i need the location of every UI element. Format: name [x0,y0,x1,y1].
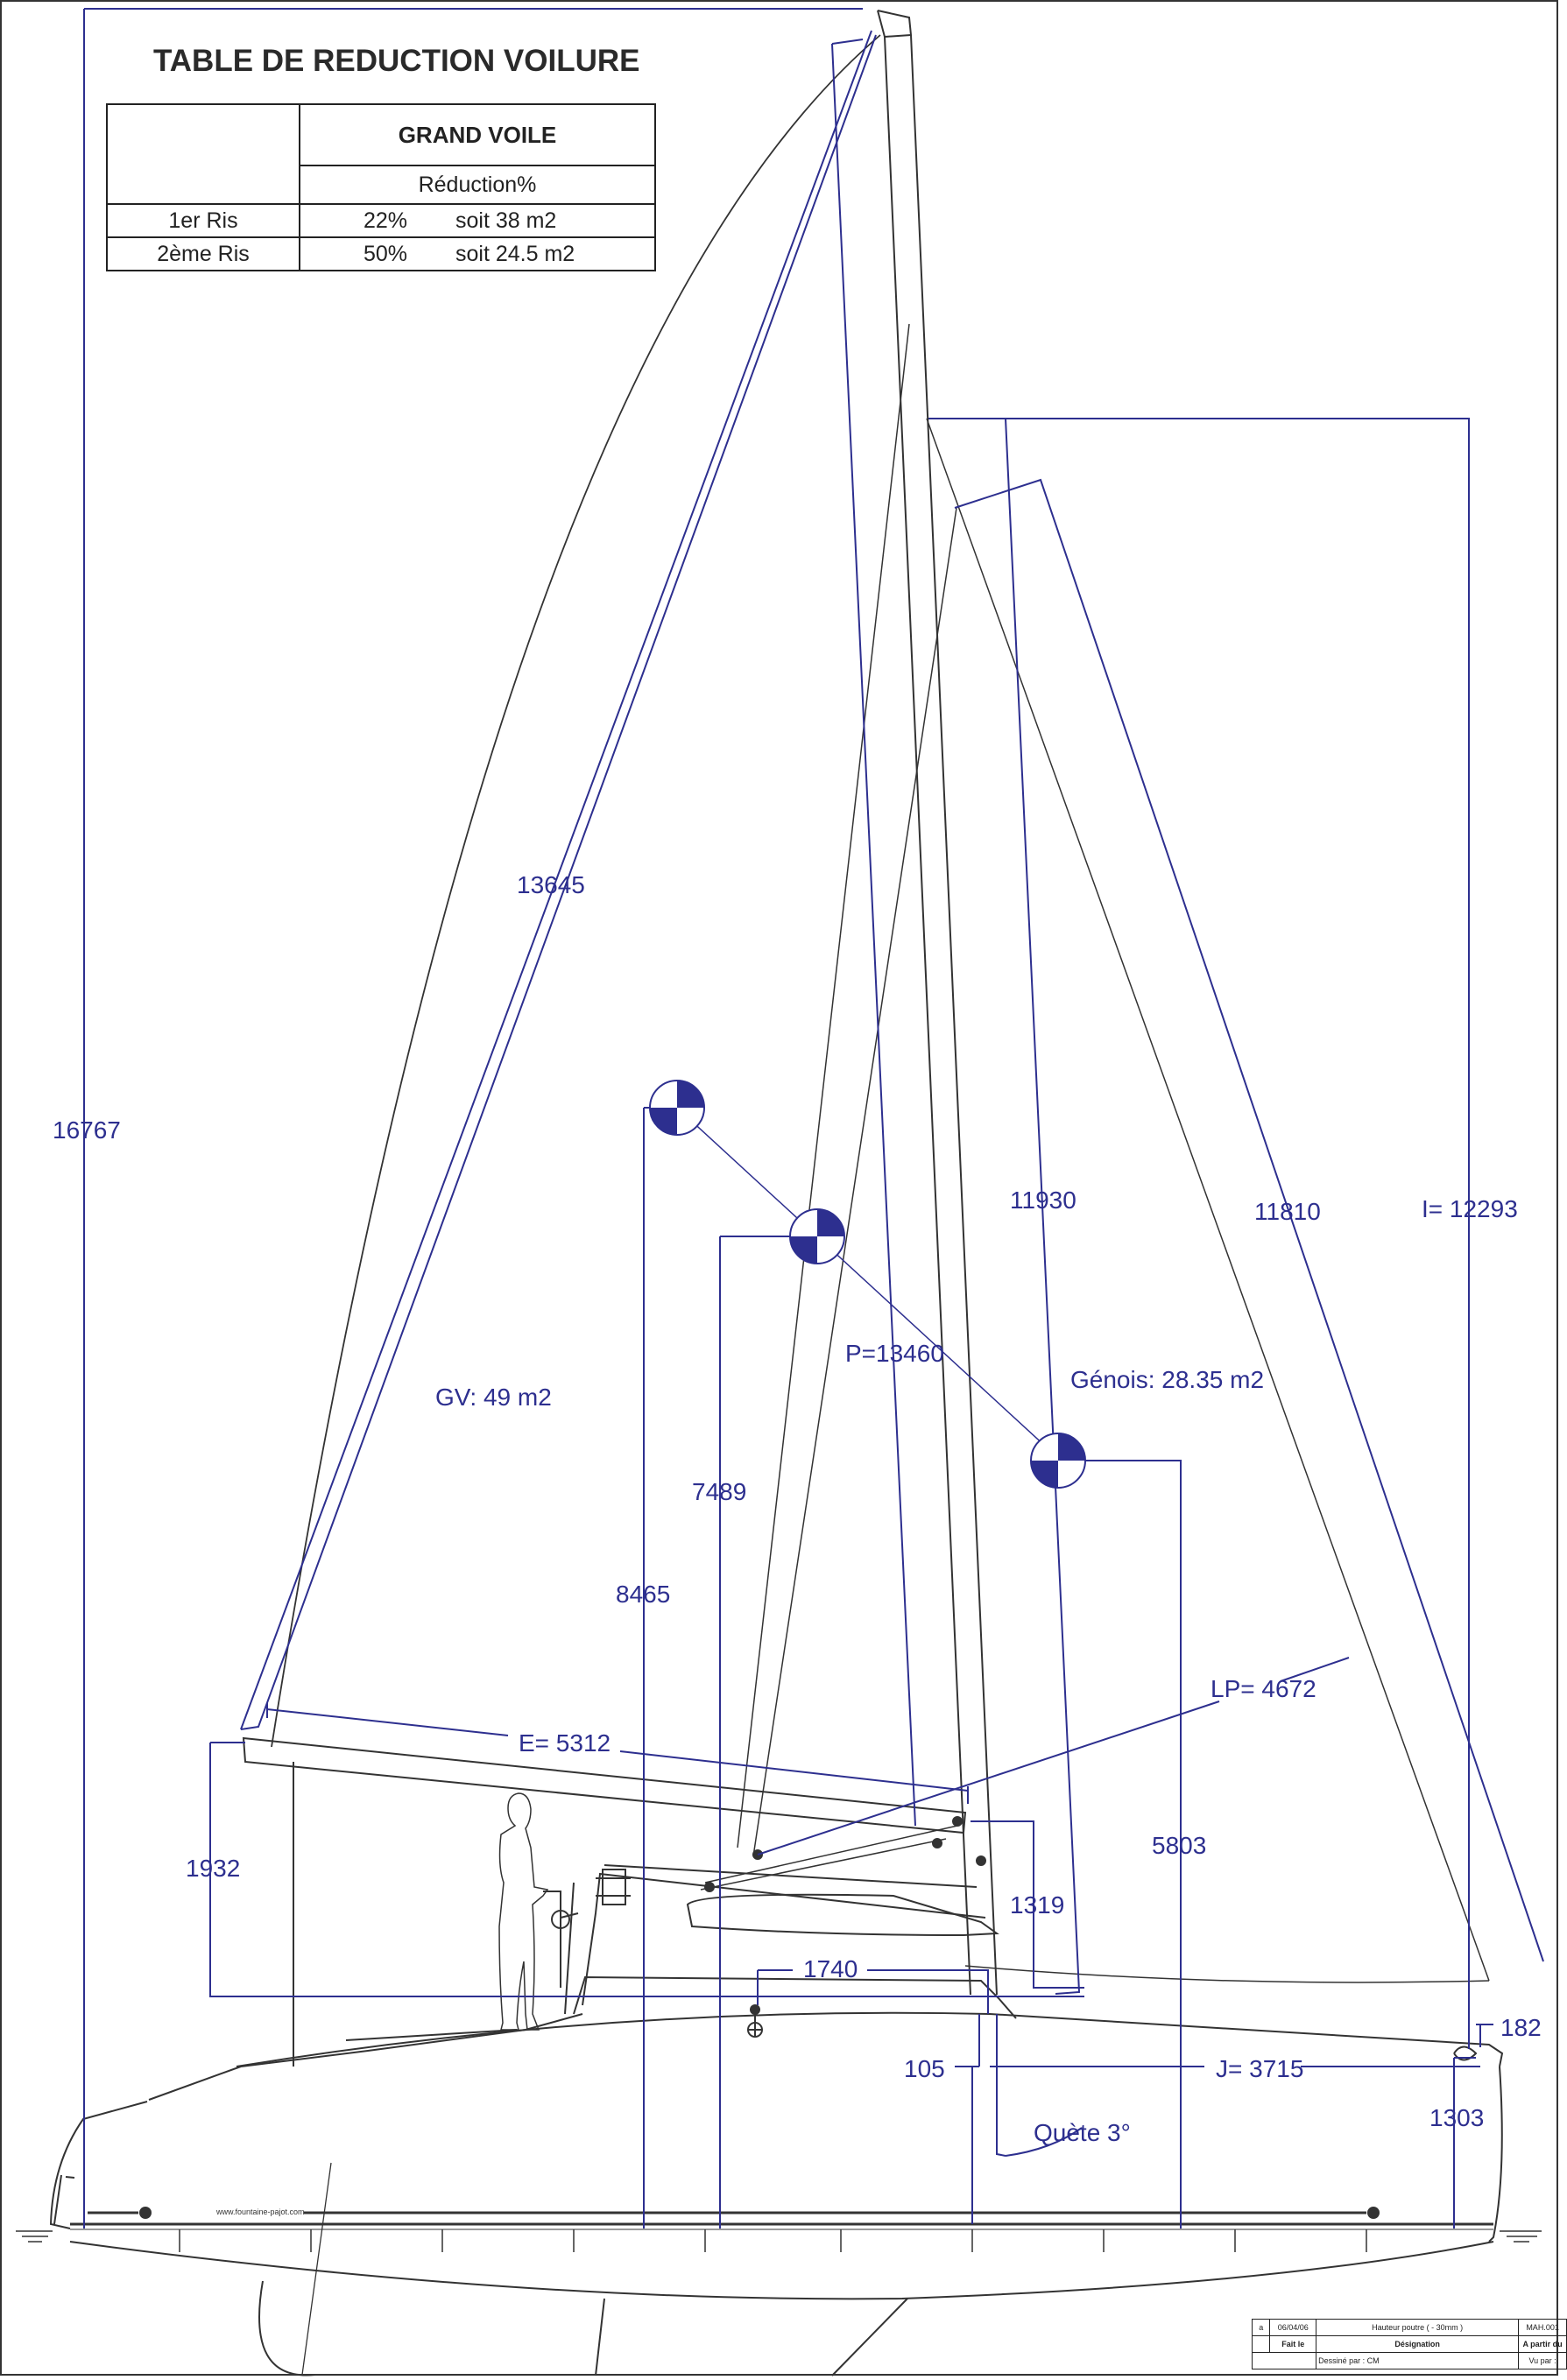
tb-drawn-by-label: Dessiné par : [1318,2356,1366,2365]
tb-blank [1251,2335,1271,2353]
row-label: 2ème Ris [106,236,300,271]
dim-11930: 11930 [1010,1186,1076,1214]
person-silhouette [498,1792,549,2031]
tb-drawn-by-value: CM [1366,2356,1380,2365]
dim-quete-3deg: Quète 3° [1034,2119,1131,2146]
dim-1740: 1740 [803,1955,858,1982]
dim-7489: 7489 [692,1478,746,1505]
deck-sheer [236,2011,1504,2067]
row-area: soit 38 m2 [455,208,557,233]
boom [242,1736,967,1834]
dim-e-5312: E= 5312 [519,1729,611,1757]
tb-blank-2 [1251,2352,1317,2369]
mast [877,10,998,1996]
reduction-table: GRAND VOILE Réduction% 1er Ris 22% soit 3… [106,103,656,271]
table-row: 1er Ris 22% soit 38 m2 [106,203,656,238]
skeg [595,2298,908,2376]
row-value: 22% soit 38 m2 [299,203,656,238]
tb-designation-value: Hauteur poutre ( - 30mm ) [1316,2319,1520,2336]
hull-stern [1488,2066,1503,2243]
table-subheader: Réduction% [299,165,656,205]
dim-16767: 16767 [53,1116,121,1144]
dim-182: 182 [1500,2014,1542,2041]
row-label: 1er Ris [106,203,300,238]
tb-seen-by-label: Vu par : [1518,2352,1567,2369]
waterline-ticks [179,2229,1367,2252]
hull-bow [49,2101,148,2229]
area-gv: GV: 49 m2 [435,1384,552,1411]
row-percent: 50% [363,241,408,266]
dim-11810: 11810 [1254,1198,1321,1225]
mast-step-fitting [747,2004,763,2038]
dimension-lines [83,8,1544,2229]
centroid-combined [789,1208,845,1264]
row-percent: 22% [363,208,408,233]
reduction-table-title: TABLE DE REDUCTION VOILURE [153,44,640,78]
dim-1303: 1303 [1429,2104,1484,2131]
dim-j-3715: J= 3715 [1216,2055,1303,2082]
hull-logo-dot-left [139,2207,152,2219]
table-row: 2ème Ris 50% soit 24.5 m2 [106,236,656,271]
daggerboard [258,2280,316,2376]
row-value: 50% soit 24.5 m2 [299,236,656,271]
tb-from-label: A partir du [1518,2335,1567,2353]
dim-5803: 5803 [1152,1832,1206,1859]
title-block: a 06/04/06 Hauteur poutre ( - 30mm ) MAH… [1251,2319,1567,2369]
tb-date: 06/04/06 [1269,2319,1317,2336]
dim-8465: 8465 [616,1581,670,1608]
centroid-genoa [1030,1433,1086,1489]
mainsail-leech [271,34,881,1748]
genoa-foot [964,1965,1490,1983]
tb-drawn-by: Dessiné par : CM [1316,2352,1520,2369]
dim-1932: 1932 [186,1855,240,1882]
tb-designation-label: Désignation [1316,2335,1520,2353]
centroid-mainsail [649,1080,705,1136]
hull-bottom [69,2241,1494,2300]
tb-rev: a [1251,2319,1271,2336]
boat-linework [16,10,1542,2376]
dim-13645: 13645 [517,871,585,898]
hull-website-text: www.fountaine-pajot.com [215,2207,305,2216]
row-area: soit 24.5 m2 [455,241,575,266]
table-header: GRAND VOILE [299,103,656,166]
area-genois: Génois: 28.35 m2 [1070,1366,1264,1393]
hull-logo-dot-right [1367,2207,1380,2219]
dim-i-12293: I= 12293 [1422,1195,1518,1222]
dim-105: 105 [904,2055,945,2082]
dim-lp-4672: LP= 4672 [1211,1675,1316,1702]
dim-1319: 1319 [1010,1891,1064,1919]
tb-made-on-label: Fait le [1269,2335,1317,2353]
table-empty-cell [106,103,300,205]
tb-ref: MAH.001 [1518,2319,1567,2336]
dim-p-13460: P=13460 [845,1340,944,1367]
